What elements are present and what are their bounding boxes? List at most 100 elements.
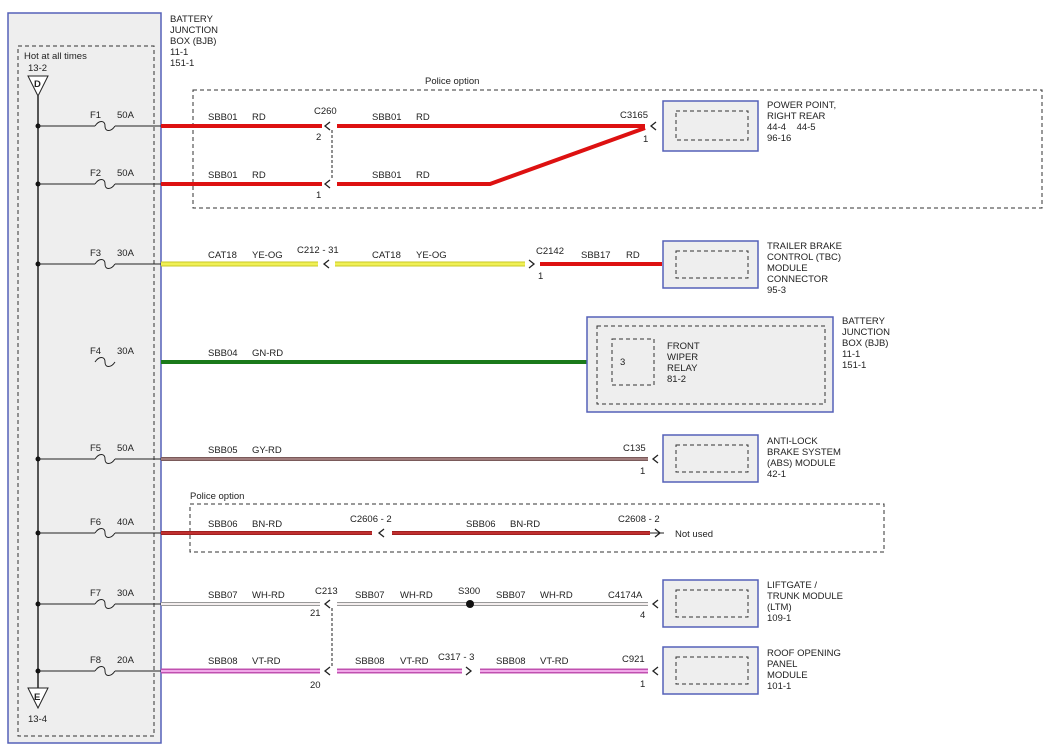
- f7-a-color: WH-RD: [252, 590, 285, 601]
- c4174a-pin: 4: [640, 610, 645, 621]
- f4-circuit: SBB04: [208, 348, 238, 359]
- f8-b-circuit: SBB08: [355, 656, 385, 667]
- relay-pin: 3: [620, 357, 625, 368]
- power-point-line-1: POWER POINT,: [767, 100, 836, 111]
- not-used-label: Not used: [675, 529, 713, 540]
- c213-pin-20: 20: [310, 680, 321, 691]
- c2606-chevron-icon: [377, 528, 385, 538]
- bjb2-line-3: BOX (BJB): [842, 338, 888, 349]
- c2606-label: C2606 - 2: [350, 514, 392, 525]
- fuse-rating-label: 50A: [117, 443, 135, 454]
- c3165-label: C3165: [620, 110, 648, 121]
- fuse-id-label: F4: [90, 346, 101, 357]
- fuse-id-label: F3: [90, 248, 101, 259]
- fuse-row-f5: F5 50A: [35, 443, 161, 464]
- roof-panel-module[interactable]: [662, 646, 759, 695]
- ltm-line-1: LIFTGATE /: [767, 580, 817, 591]
- wire-f2-right[interactable]: [337, 126, 646, 186]
- tbc-line-4: CONNECTOR: [767, 274, 828, 285]
- fuse-id-label: F2: [90, 168, 101, 179]
- f7-b-circuit: SBB07: [355, 590, 385, 601]
- c317-chevron-icon: [465, 666, 473, 676]
- bjb-title-line-4: 11-1: [170, 47, 188, 58]
- fuse-row-f3: F3 30A: [35, 248, 161, 269]
- c260-pin-2: 2: [316, 132, 321, 143]
- fuse-rating-label: 30A: [117, 588, 135, 599]
- c135-label: C135: [623, 443, 646, 454]
- c4174a-label: C4174A: [608, 590, 643, 601]
- police-option-box-2: [189, 503, 885, 553]
- battery-junction-box[interactable]: [7, 12, 162, 744]
- fuse-id-label: F7: [90, 588, 101, 599]
- fuse-row-f8: F8 20A: [35, 655, 161, 676]
- c260-pin-1: 1: [316, 190, 321, 201]
- tbc-module[interactable]: [662, 240, 759, 289]
- abs-line-1: ANTI-LOCK: [767, 436, 818, 447]
- c921-label: C921: [622, 654, 645, 665]
- f3-mid-circuit: CAT18: [372, 250, 401, 261]
- fuse-row-f7: F7 30A: [35, 588, 161, 609]
- tbc-line-2: CONTROL (TBC): [767, 252, 841, 263]
- f8-c-color: VT-RD: [540, 656, 569, 667]
- fuse-row-f2: F2 50A: [35, 168, 161, 189]
- tbc-line-5: 95-3: [767, 285, 786, 296]
- connector-letter-e: E: [34, 692, 40, 703]
- fuse-symbol-icon: [94, 179, 116, 189]
- abs-line-4: 42-1: [767, 469, 786, 480]
- fuse-rating-label: 50A: [117, 168, 135, 179]
- c2142-chevron-icon: [528, 259, 536, 269]
- fuse-row-f4: F4 30A: [90, 346, 135, 367]
- f5-color: GY-RD: [252, 445, 282, 456]
- c4174a-chevron-icon: [651, 599, 659, 609]
- abs-line-2: BRAKE SYSTEM: [767, 447, 841, 458]
- fuse-id-label: F1: [90, 110, 101, 121]
- c213-label: C213: [315, 586, 338, 597]
- c2142-pin: 1: [538, 271, 543, 282]
- fuse-symbol-icon: [94, 259, 116, 269]
- c213-top-chevron-icon: [323, 599, 331, 609]
- ltm-module[interactable]: [662, 579, 759, 628]
- tbc-line-3: MODULE: [767, 263, 808, 274]
- f1-right-color: RD: [416, 112, 430, 123]
- c260-label: C260: [314, 106, 337, 117]
- c2608-chevron-icon: [654, 528, 662, 538]
- bjb2-line-1: BATTERY: [842, 316, 886, 327]
- c2608-label: C2608 - 2: [618, 514, 660, 525]
- fuse-id-label: F5: [90, 443, 101, 454]
- f1-right-circuit: SBB01: [372, 112, 402, 123]
- fuse-rating-label: 30A: [117, 346, 135, 357]
- f7-c-color: WH-RD: [540, 590, 573, 601]
- splice-s300[interactable]: [466, 600, 474, 608]
- power-point-module[interactable]: [662, 100, 759, 152]
- relay-line-3: RELAY: [667, 363, 698, 374]
- c921-pin: 1: [640, 679, 645, 690]
- c213-bottom-chevron-icon: [323, 666, 331, 676]
- f6-left-color: BN-RD: [252, 519, 282, 530]
- f2-left-circuit: SBB01: [208, 170, 238, 181]
- bjb-relay-module[interactable]: [586, 316, 834, 413]
- abs-module[interactable]: [662, 434, 759, 483]
- c213-pin-21: 21: [310, 608, 321, 619]
- power-point-line-3: 44-4 44-5: [767, 122, 816, 133]
- bjb-title-line-3: BOX (BJB): [170, 36, 216, 47]
- c3165-chevron-icon: [649, 121, 657, 131]
- fuse-row-f1: F1 50A: [35, 110, 161, 131]
- bjb-title-line-5: 151-1: [170, 58, 194, 69]
- f3-left-circuit: CAT18: [208, 250, 237, 261]
- f4-color: GN-RD: [252, 348, 283, 359]
- f7-b-color: WH-RD: [400, 590, 433, 601]
- bjb-title-line-1: BATTERY: [170, 14, 214, 25]
- f1-left-color: RD: [252, 112, 266, 123]
- fuse-rating-label: 20A: [117, 655, 135, 666]
- f8-a-circuit: SBB08: [208, 656, 238, 667]
- fuse-rating-label: 50A: [117, 110, 135, 121]
- f3-left-color: YE-OG: [252, 250, 283, 261]
- relay-line-2: WIPER: [667, 352, 698, 363]
- f8-c-circuit: SBB08: [496, 656, 526, 667]
- c921-chevron-icon: [651, 666, 659, 676]
- roof-line-2: PANEL: [767, 659, 797, 670]
- c2142-label: C2142: [536, 246, 564, 257]
- fuse-rating-label: 30A: [117, 248, 135, 259]
- fuse-id-label: F8: [90, 655, 101, 666]
